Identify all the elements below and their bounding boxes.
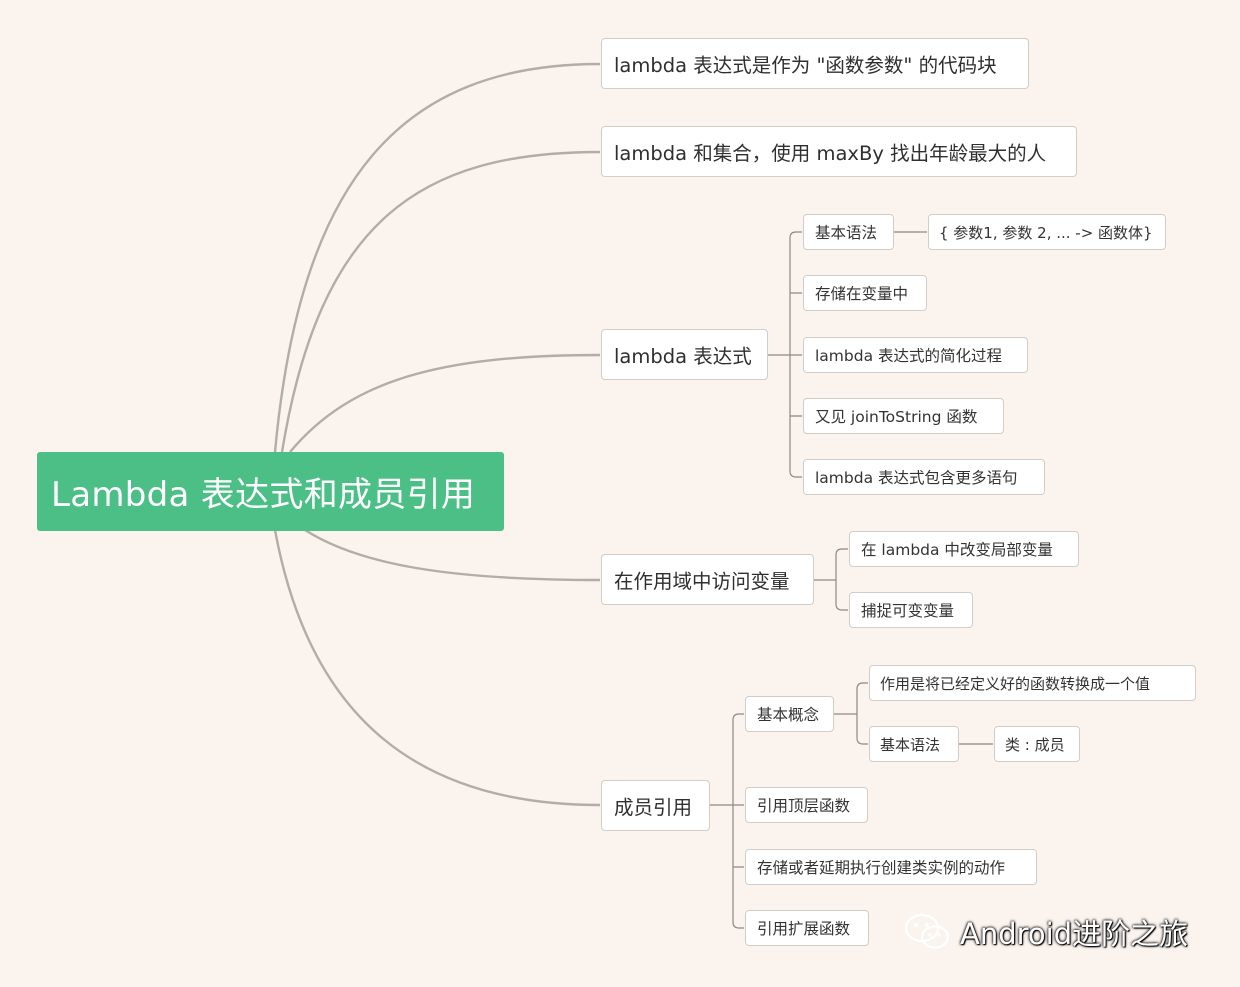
subtopic-constructor-reference[interactable]: 存储或者延期执行创建类实例的动作 (745, 849, 1037, 885)
subtopic-join-to-string[interactable]: 又见 joinToString 函数 (803, 398, 1004, 434)
subtopic-basic-concept[interactable]: 基本概念 (745, 696, 834, 732)
connector-root-scope-access (304, 528, 601, 582)
topic-lambda-collections[interactable]: lambda 和集合，使用 maxBy 找出年龄最大的人 (601, 126, 1077, 177)
subtopic-capture-mutable[interactable]: 捕捉可变变量 (849, 592, 973, 628)
subtopic-store-in-variable[interactable]: 存储在变量中 (803, 275, 927, 311)
topic-lambda-expression[interactable]: lambda 表达式 (601, 329, 768, 380)
connector-root-lambda-expression (289, 353, 601, 453)
bracket-basic-concept (834, 682, 868, 745)
bracket-member-reference (710, 713, 744, 929)
wechat-icon (904, 913, 950, 949)
subtopic-syntax-value[interactable]: 类 : 成员 (994, 726, 1080, 762)
connector-root-code-block (273, 62, 601, 453)
subtopic-syntax-detail[interactable]: { 参数1, 参数 2, ... -> 函数体} (928, 214, 1166, 250)
subtopic-simplification[interactable]: lambda 表达式的简化过程 (803, 337, 1028, 373)
connector-root-collections (280, 150, 601, 453)
topic-member-reference[interactable]: 成员引用 (601, 780, 710, 831)
subtopic-top-level-function[interactable]: 引用顶层函数 (745, 787, 868, 823)
subtopic-multiple-statements[interactable]: lambda 表达式包含更多语句 (803, 459, 1045, 495)
subtopic-basic-syntax[interactable]: 基本语法 (803, 214, 894, 250)
connector-root-member-reference (273, 529, 601, 807)
topic-scope-access[interactable]: 在作用域中访问变量 (601, 554, 814, 605)
subtopic-modify-local[interactable]: 在 lambda 中改变局部变量 (849, 531, 1079, 567)
subtopic-concept-syntax[interactable]: 基本语法 (869, 726, 959, 762)
watermark: Android进阶之旅 (902, 910, 1188, 954)
topic-lambda-code-block[interactable]: lambda 表达式是作为 "函数参数" 的代码块 (601, 38, 1029, 89)
bracket-lambda-expression (768, 231, 802, 478)
subtopic-extension-function[interactable]: 引用扩展函数 (745, 910, 869, 946)
watermark-text: Android进阶之旅 (960, 917, 1189, 951)
root-topic[interactable]: Lambda 表达式和成员引用 (37, 452, 504, 531)
bracket-scope-access (814, 548, 848, 611)
subtopic-concept-definition[interactable]: 作用是将已经定义好的函数转换成一个值 (869, 665, 1196, 701)
